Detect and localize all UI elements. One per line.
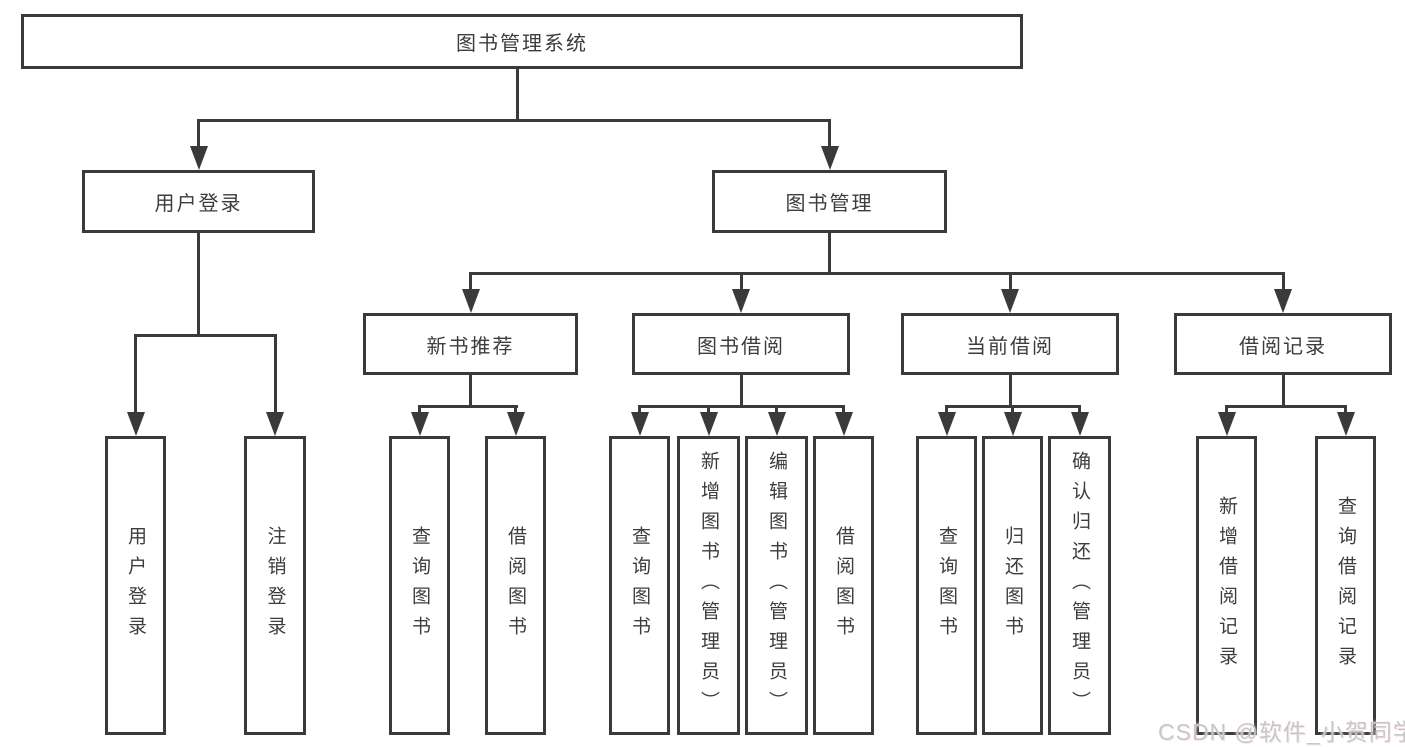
arrowhead-down-icon	[462, 289, 480, 313]
node-label: 新增借阅记录	[1216, 495, 1237, 676]
arrowhead-down-icon	[190, 146, 208, 170]
node-user-login: 用户登录	[82, 170, 315, 233]
node-label: 当前借阅	[966, 335, 1054, 358]
connector-line	[1225, 405, 1228, 418]
arrowhead-down-icon	[631, 412, 649, 436]
leaf-return-books: 归还图书	[982, 436, 1043, 735]
connector-line	[469, 375, 472, 405]
connector-line	[775, 405, 778, 418]
leaf-borrow-books-recommend: 借阅图书	[485, 436, 546, 735]
node-new-book-recommend: 新书推荐	[363, 313, 578, 375]
node-label: 注销登录	[264, 525, 286, 646]
node-label: 用户登录	[125, 525, 146, 646]
leaf-edit-book-admin: 编辑图书（管理员）	[745, 436, 808, 735]
node-label: 查询图书	[629, 525, 650, 646]
node-book-borrow: 图书借阅	[632, 313, 850, 375]
connector-line	[828, 233, 831, 272]
connector-line	[638, 405, 845, 408]
connector-line	[197, 233, 200, 334]
connector-line	[469, 272, 472, 292]
leaf-add-book-admin: 新增图书（管理员）	[677, 436, 740, 735]
node-borrow-records: 借阅记录	[1174, 313, 1392, 375]
connector-line	[1011, 405, 1014, 418]
connector-line	[197, 119, 200, 149]
arrowhead-down-icon	[411, 412, 429, 436]
arrowhead-down-icon	[938, 412, 956, 436]
arrowhead-down-icon	[835, 412, 853, 436]
leaf-query-books-current: 查询图书	[916, 436, 977, 735]
arrowhead-down-icon	[127, 412, 145, 436]
arrowhead-down-icon	[768, 412, 786, 436]
connector-line	[1009, 272, 1012, 292]
leaf-logout-login: 注销登录	[244, 436, 306, 735]
node-library-management-system: 图书管理系统	[21, 14, 1023, 69]
connector-line	[1282, 375, 1285, 405]
leaf-query-borrow-record: 查询借阅记录	[1315, 436, 1376, 735]
connector-line	[1344, 405, 1347, 418]
node-label: 图书管理系统	[456, 33, 588, 55]
connector-line	[469, 272, 1284, 275]
node-label: 图书借阅	[697, 335, 785, 358]
node-label: 借阅记录	[1239, 335, 1327, 358]
leaf-add-borrow-record: 新增借阅记录	[1196, 436, 1257, 735]
connector-line	[842, 405, 845, 418]
connector-line	[828, 119, 831, 149]
connector-line	[1078, 405, 1081, 418]
arrowhead-down-icon	[1337, 412, 1355, 436]
leaf-user-login: 用户登录	[105, 436, 166, 735]
leaf-confirm-return-admin: 确认归还（管理员）	[1048, 436, 1111, 735]
arrowhead-down-icon	[1071, 412, 1089, 436]
connector-line	[1009, 375, 1012, 405]
arrowhead-down-icon	[507, 412, 525, 436]
node-label: 新书推荐	[426, 335, 515, 358]
connector-line	[740, 272, 743, 292]
connector-line	[134, 334, 277, 337]
node-label: 查询图书	[409, 525, 430, 646]
node-label: 归还图书	[1002, 525, 1023, 646]
connector-line	[516, 69, 519, 119]
node-label: 用户登录	[154, 193, 243, 215]
arrowhead-down-icon	[1004, 412, 1022, 436]
node-label: 确认归还（管理员）	[1069, 450, 1090, 721]
arrowhead-down-icon	[1001, 289, 1019, 313]
connector-line	[1282, 272, 1285, 292]
connector-line	[418, 405, 518, 408]
connector-line	[274, 334, 277, 415]
csdn-watermark: CSDN @软件_小贺同学	[1158, 719, 1405, 745]
connector-line	[1225, 405, 1347, 408]
arrowhead-down-icon	[700, 412, 718, 436]
node-label: 借阅图书	[833, 525, 854, 646]
node-label: 新增图书（管理员）	[698, 450, 719, 721]
arrowhead-down-icon	[266, 412, 284, 436]
leaf-borrow-books: 借阅图书	[813, 436, 874, 735]
node-label: 查询图书	[936, 525, 957, 646]
node-label: 借阅图书	[505, 525, 526, 646]
node-current-borrow: 当前借阅	[901, 313, 1119, 375]
leaf-query-books-recommend: 查询图书	[389, 436, 450, 735]
connector-line	[638, 405, 641, 418]
connector-line	[134, 334, 137, 415]
leaf-query-books-borrow: 查询图书	[609, 436, 670, 735]
connector-line	[418, 405, 421, 418]
arrowhead-down-icon	[1274, 289, 1292, 313]
node-label: 图书管理	[785, 193, 874, 215]
arrowhead-down-icon	[1218, 412, 1236, 436]
node-book-management: 图书管理	[712, 170, 947, 233]
node-label: 编辑图书（管理员）	[766, 450, 787, 721]
arrowhead-down-icon	[732, 289, 750, 313]
arrowhead-down-icon	[821, 146, 839, 170]
connector-line	[740, 375, 743, 405]
connector-line	[514, 405, 517, 418]
connector-line	[707, 405, 710, 418]
connector-line	[945, 405, 948, 418]
connector-line	[197, 119, 831, 122]
node-label: 查询借阅记录	[1335, 495, 1356, 676]
